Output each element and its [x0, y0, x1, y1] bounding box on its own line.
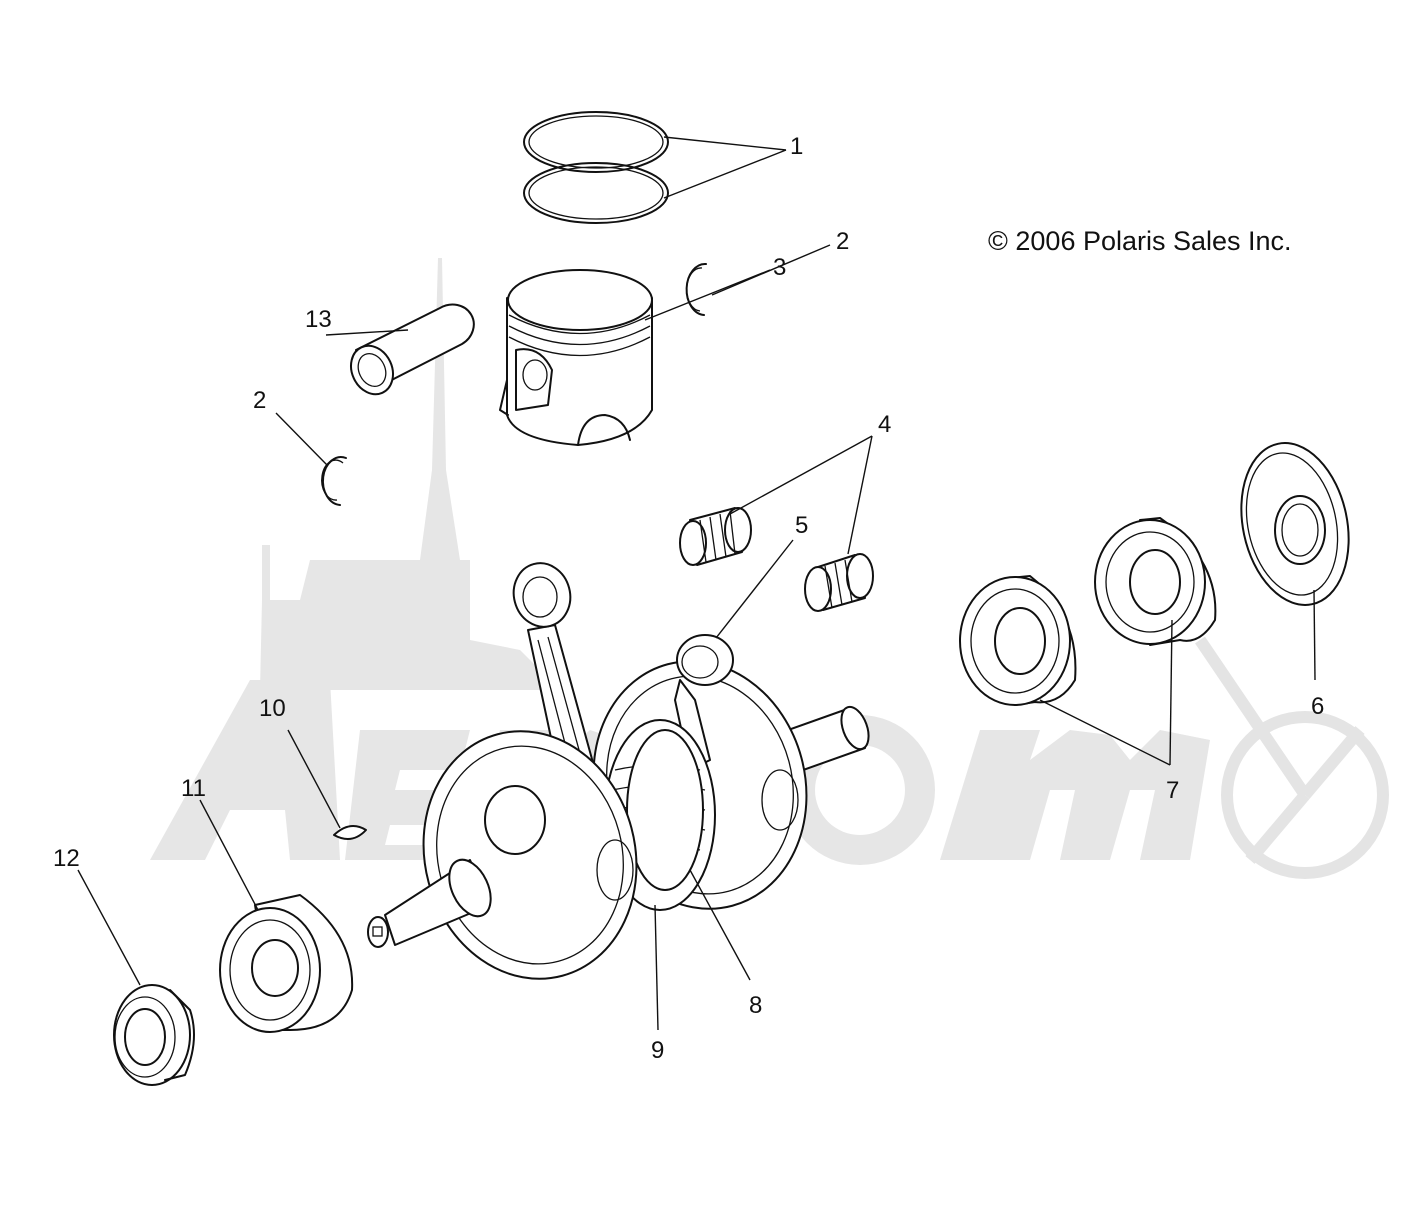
callout-2-left: 2 [253, 387, 266, 414]
copyright-notice: © 2006 Polaris Sales Inc. [988, 226, 1292, 256]
oil-seal-right [1240, 442, 1350, 606]
callout-10: 10 [259, 695, 286, 722]
callout-11: 11 [181, 775, 206, 802]
needle-bearing-lower [804, 553, 874, 612]
callout-2-right: 2 [836, 228, 849, 255]
ball-bearing-upper-right [1094, 517, 1217, 646]
callout-6: 6 [1311, 693, 1324, 720]
callout-7: 7 [1166, 777, 1179, 804]
callout-5: 5 [795, 512, 808, 539]
callout-12: 12 [53, 845, 80, 872]
circlip-right [685, 262, 707, 316]
callout-labels: 1 2 2 3 4 5 6 7 8 9 10 11 12 13 [53, 133, 1324, 1064]
callout-3: 3 [773, 254, 786, 281]
wrist-pin [350, 303, 475, 396]
ball-bearing-left [219, 894, 354, 1033]
callout-8: 8 [749, 992, 762, 1019]
callout-4: 4 [878, 411, 891, 438]
leader-lines [77, 136, 1316, 1031]
needle-bearing-upper [679, 507, 752, 566]
oil-seal-left [113, 984, 195, 1086]
piston [499, 269, 653, 446]
callout-1: 1 [790, 133, 803, 160]
callout-9: 9 [651, 1037, 664, 1064]
circlip-left [321, 456, 347, 506]
crankshaft [367, 562, 870, 980]
ball-bearing-lower-right [959, 575, 1077, 706]
callout-13: 13 [305, 306, 332, 333]
woodruff-key [333, 825, 367, 840]
piston-rings [523, 111, 669, 224]
